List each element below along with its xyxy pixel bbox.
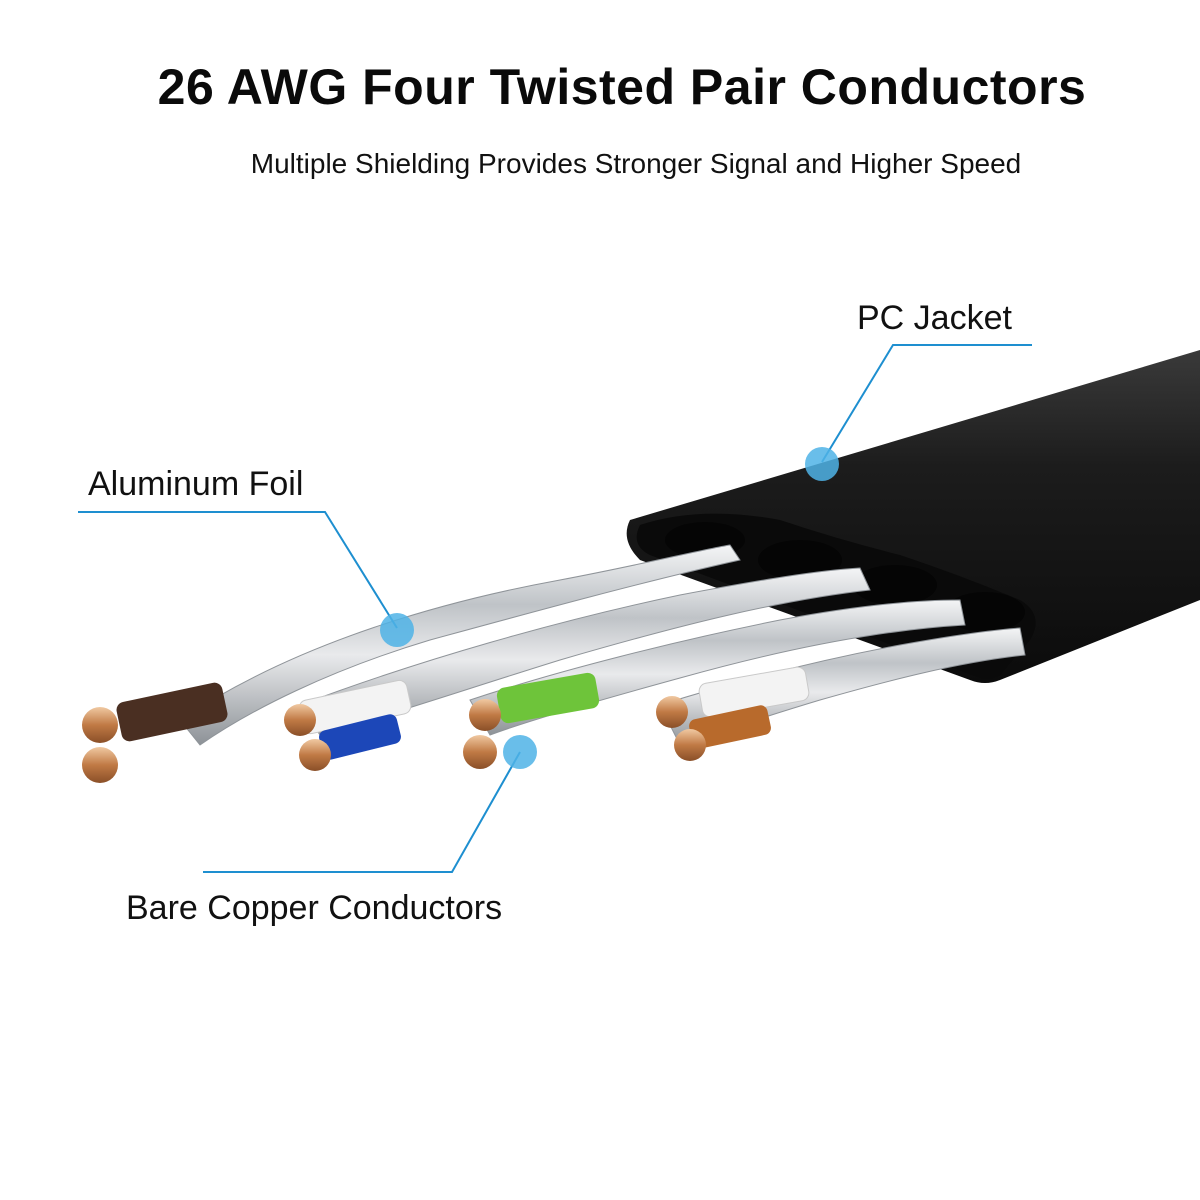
- blue-insulation: [319, 714, 401, 760]
- page-title: 26 AWG Four Twisted Pair Conductors: [157, 59, 1087, 115]
- green-insulation: [496, 672, 600, 724]
- brown-insulation: [116, 682, 228, 742]
- bare-copper-conductors-label: Bare Copper Conductors: [126, 889, 503, 927]
- callout-copper: [203, 735, 537, 873]
- orange-insulation: [689, 705, 771, 749]
- insulated-conductors: [116, 666, 810, 760]
- callout-foil: [78, 511, 414, 647]
- pc-jacket: [626, 350, 1200, 683]
- callout-jacket: [805, 344, 1032, 481]
- foil-pair-2: [299, 567, 871, 736]
- pc-jacket-label: PC Jacket: [857, 299, 1012, 337]
- foil-pair-1: [179, 544, 741, 746]
- bare-copper-conductors: [82, 696, 706, 783]
- aluminum-foil-label: Aluminum Foil: [88, 465, 304, 503]
- page-subtitle: Multiple Shielding Provides Stronger Sig…: [250, 148, 1022, 179]
